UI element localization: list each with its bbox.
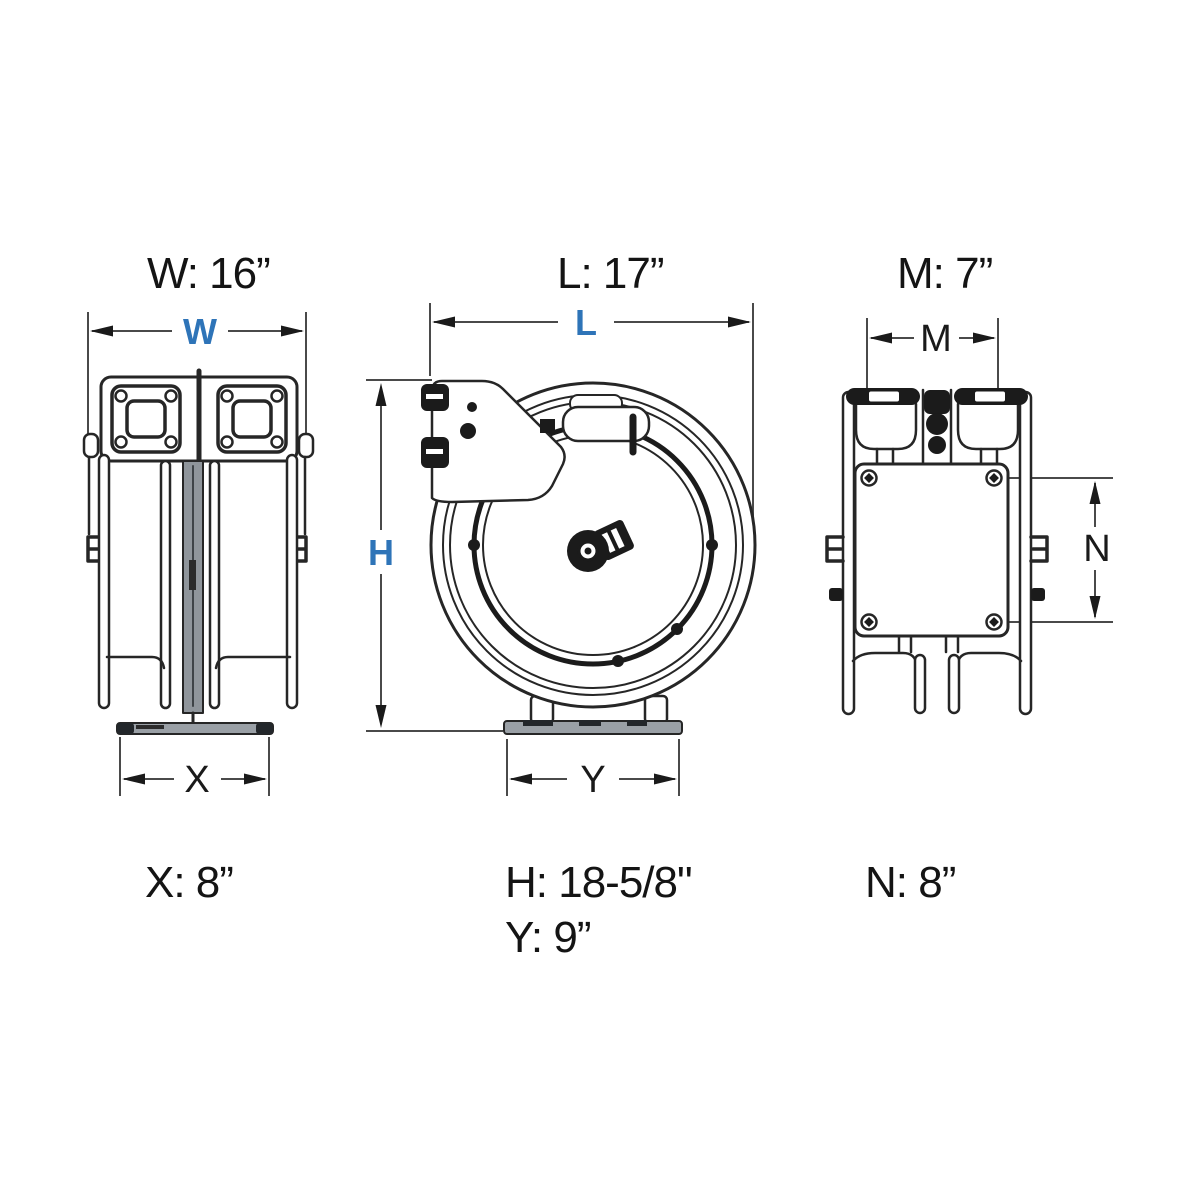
dimension-lines	[87, 303, 1113, 796]
rear-lower-legs	[851, 634, 1023, 715]
front-view	[82, 368, 315, 735]
mounting-plate	[853, 462, 1010, 638]
plate-bolts	[864, 473, 999, 627]
side-view	[421, 379, 757, 735]
dimension-arrows	[90, 316, 1101, 785]
dim-letter-W: W	[183, 311, 217, 352]
dim-letter-N: N	[1083, 528, 1110, 570]
dim-letter-H: H	[368, 532, 394, 573]
caption-W: W: 16”	[147, 249, 270, 298]
dim-letter-Y: Y	[580, 759, 605, 801]
caption-L: L: 17”	[557, 249, 664, 298]
caption-X: X: 8”	[145, 858, 233, 907]
center-hub	[567, 520, 634, 572]
side-feet	[529, 694, 669, 725]
rear-view	[825, 388, 1049, 716]
dim-letter-L: L	[575, 302, 597, 343]
caption-Y: Y: 9”	[505, 913, 591, 962]
caption-H: H: 18-5/8"	[505, 858, 692, 907]
caption-N: N: 8”	[865, 858, 956, 907]
front-frame-legs	[82, 432, 315, 710]
mounting-bracket	[421, 379, 566, 504]
caption-M: M: 7”	[897, 249, 993, 298]
front-center-post	[182, 460, 204, 725]
rear-spools	[846, 388, 1028, 468]
front-left-swivel-fitting	[110, 384, 182, 454]
side-base	[503, 720, 683, 735]
dim-letter-M: M	[920, 318, 952, 360]
disc-latch-slot	[540, 394, 651, 456]
rear-center-swivel-column	[921, 388, 953, 465]
dim-letter-X: X	[184, 759, 209, 801]
disc-nubs	[468, 539, 718, 667]
front-right-swivel-fitting	[216, 384, 288, 454]
rear-clips	[825, 535, 1049, 601]
front-base	[116, 722, 274, 735]
